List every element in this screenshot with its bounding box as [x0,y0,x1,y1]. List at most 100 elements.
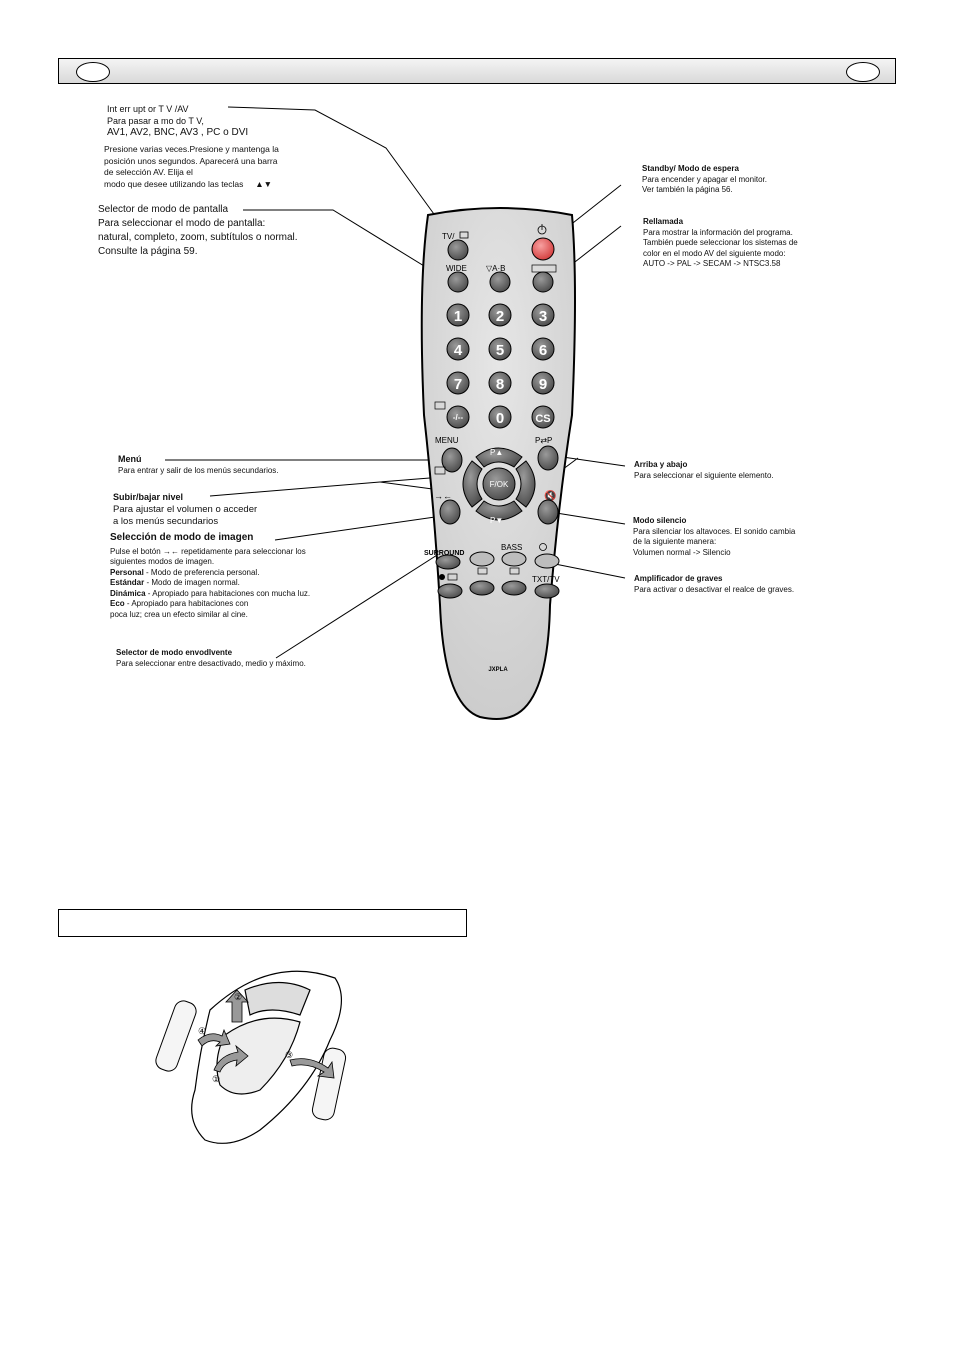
cs-button[interactable] [531,405,555,429]
mode-personal-name: Personal [110,567,144,577]
line-tvav [227,106,456,244]
menu-button[interactable] [441,447,463,473]
battery-illustration: ② ① ③ ④ [155,970,347,1144]
battery-step-1: ① [212,1074,220,1084]
p-up-label: P▲ [490,448,503,457]
battery-step-4: ④ [198,1026,206,1036]
recall-title: Rellamada [643,217,684,226]
picture-mode-button[interactable] [439,499,461,525]
num-1-label: 1 [454,308,462,325]
digit-toggle-label: -/-- [453,413,464,422]
callout-tvav: Int err upt or T V /AV Para pasar a mo d… [107,104,248,139]
bass-desc: Para activar o desactivar el realce de g… [634,584,795,594]
ab-button[interactable] [489,271,511,293]
teletext-reveal-button[interactable] [437,583,463,599]
section-title-box [58,909,467,937]
num-6-button[interactable] [531,337,555,361]
num-4-button[interactable] [446,337,470,361]
num-2-button[interactable] [488,303,512,327]
ab-label: ▽A·B [486,264,506,273]
cs-label: CS [535,413,550,425]
num-5-button[interactable] [488,337,512,361]
recall-line-3: color en el modo AV del siguiente modo: [643,248,786,258]
num-3-button[interactable] [531,303,555,327]
callout-surround: Selector de modo envodlvente Para selecc… [116,648,306,669]
recall-line-4: AUTO -> PAL -> SECAM -> NTSC3.58 [643,259,781,268]
digit-toggle-button[interactable] [446,405,470,429]
num-0-button[interactable] [488,405,512,429]
pp-button[interactable] [537,445,559,471]
recall-line-2: También puede seleccionar los sistemas d… [643,238,798,247]
num-1-button[interactable] [446,303,470,327]
updown-desc: Para seleccionar el siguiente elemento. [634,470,774,480]
bass-button[interactable] [501,551,527,567]
callout-level: Subir/bajar nivel Para ajustar el volume… [113,492,257,528]
num-5-label: 5 [496,342,504,359]
surround-label: SURROUND [424,550,464,557]
level-line-1: Para ajustar el volumen o acceder [113,503,258,515]
fok-button[interactable] [482,467,516,501]
battery-left [155,1000,197,1072]
battery-right [311,1047,347,1121]
picture-line-2: siguientes modos de imagen. [110,557,215,566]
mute-line-1: Para silenciar los altavoces. El sonido … [633,526,796,536]
standby-button[interactable] [531,237,555,261]
num-0-label: 0 [496,410,504,427]
num-3-label: 3 [539,308,547,325]
pp-label: P⇄P [535,436,552,445]
mute-line-2: de la siguiente manera: [633,537,717,546]
teletext-reveal-icon [439,574,445,580]
num-8-label: 8 [496,376,504,393]
teletext-size-icon [477,567,488,575]
bass-label: BASS [501,543,522,552]
p-down-button[interactable] [475,500,523,521]
p-up-button[interactable] [475,447,523,468]
battery-step-3: ③ [285,1050,293,1060]
callout-updown: Arriba y abajo Para seleccionar el sigui… [634,460,774,481]
timer-icon [539,543,547,551]
tvav-line-3: AV1, AV2, BNC, AV3 , PC o DVI [107,127,249,138]
recall-line-1: Para mostrar la información del programa… [643,227,793,237]
num-9-button[interactable] [531,371,555,395]
tvav-line-5: posición unos segundos. Aparecerá una ba… [104,155,278,166]
mute-button[interactable] [537,499,559,525]
num-8-button[interactable] [488,371,512,395]
picture-mode-symbol-icon: →← [162,546,179,556]
picture-line-1b: repetidamente para seleccionar los [181,546,306,556]
teletext-index-icon [509,567,520,575]
bass-title: Amplificador de graves [634,574,723,583]
callout-mute: Modo silencio Para silenciar los altavoc… [633,516,795,558]
teletext-size-button[interactable] [469,580,495,596]
blank-button[interactable] [469,551,495,567]
teletext-index-button[interactable] [501,580,527,596]
recall-button[interactable] [532,271,554,293]
callout-recall: Rellamada Para mostrar la información de… [643,217,798,270]
menu-title: Menú [118,454,142,464]
model-code: JXPLA [488,667,508,673]
picture-mode-icon: →← [434,491,452,501]
surround-desc: Para seleccionar entre desactivado, medi… [116,658,306,668]
mute-icon: 🔇 [544,489,556,502]
battery-step-2: ② [234,992,242,1002]
tv-av-button[interactable] [447,239,469,261]
vol-down-button[interactable] [462,460,483,508]
num-7-button[interactable] [446,371,470,395]
surround-button[interactable] [435,554,461,570]
av-input-icon [459,231,469,239]
wide-button[interactable] [447,271,469,293]
num-6-label: 6 [539,342,547,359]
tvav-label: TV/ [442,232,455,241]
standby-title: Standby/ Modo de espera [642,164,739,173]
num-4-label: 4 [454,342,463,359]
tvav-line-6: de selección AV. Elija el [104,167,193,177]
arrow-insert [213,1044,249,1073]
timer-button[interactable] [534,553,560,569]
vol-up-button[interactable] [515,460,536,508]
menu-label: MENU [435,436,459,445]
arrow-cover-up [225,989,249,1023]
header-oval-right [846,62,880,82]
level-line-2: a los menús secundarios [113,515,219,527]
mute-title: Modo silencio [633,516,687,525]
txt-tv-button[interactable] [534,583,560,599]
tvav-line-7: modo que desee utilizando las teclas [104,178,244,189]
